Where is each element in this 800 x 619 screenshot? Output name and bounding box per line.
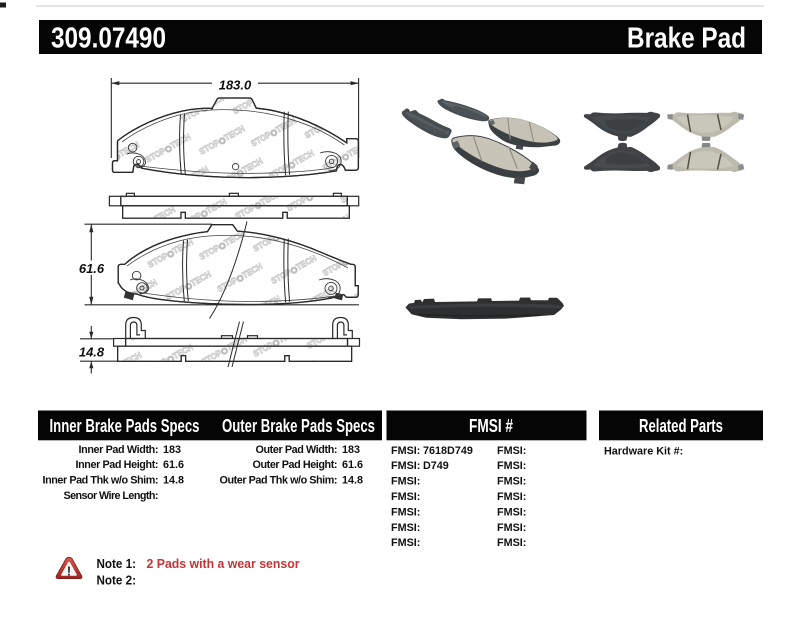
svg-text:FMSI:: FMSI:	[391, 460, 420, 472]
svg-text:Brake Pad: Brake Pad	[627, 23, 746, 55]
svg-text:Inner Pad Width:: Inner Pad Width:	[79, 444, 159, 456]
svg-text:Outer Pad Height:: Outer Pad Height:	[253, 459, 338, 471]
svg-text:FMSI:: FMSI:	[391, 537, 420, 549]
svg-text:Related Parts: Related Parts	[639, 416, 723, 436]
svg-text:FMSI:: FMSI:	[391, 522, 420, 534]
svg-text:FMSI:: FMSI:	[497, 445, 526, 457]
svg-text:FMSI:: FMSI:	[497, 491, 526, 503]
svg-text:FMSI:: FMSI:	[497, 506, 526, 518]
svg-text:14.8: 14.8	[79, 345, 105, 360]
svg-text:FMSI:: FMSI:	[497, 522, 526, 534]
svg-text:Inner Pad Height:: Inner Pad Height:	[76, 459, 159, 471]
svg-text:14.8: 14.8	[163, 475, 184, 487]
svg-text:Sensor Wire Length:: Sensor Wire Length:	[64, 490, 159, 502]
svg-text:FMSI:: FMSI:	[391, 445, 420, 457]
svg-text:Outer Pad Width:: Outer Pad Width:	[256, 444, 338, 456]
svg-text:Outer Brake Pads Specs: Outer Brake Pads Specs	[222, 416, 375, 436]
svg-text:61.6: 61.6	[163, 459, 184, 471]
svg-text:Inner Pad Thk w/o Shim:: Inner Pad Thk w/o Shim:	[43, 475, 159, 487]
svg-text:183: 183	[163, 444, 181, 456]
svg-text:FMSI:: FMSI:	[497, 537, 526, 549]
svg-text:FMSI:: FMSI:	[497, 476, 526, 488]
svg-text:183: 183	[342, 444, 360, 456]
svg-text:FMSI:: FMSI:	[391, 476, 420, 488]
svg-text:309.07490: 309.07490	[51, 23, 166, 55]
svg-text:FMSI:: FMSI:	[391, 491, 420, 503]
svg-text:!: !	[67, 564, 71, 578]
svg-text:61.6: 61.6	[342, 459, 363, 471]
svg-text:FMSI:: FMSI:	[391, 506, 420, 518]
svg-text:FMSI #: FMSI #	[469, 416, 513, 436]
svg-text:Outer Pad Thk w/o Shim:: Outer Pad Thk w/o Shim:	[220, 475, 338, 487]
svg-text:Hardware Kit #:: Hardware Kit #:	[604, 445, 683, 457]
svg-text:2 Pads with a wear sensor: 2 Pads with a wear sensor	[147, 557, 300, 571]
svg-text:D749: D749	[423, 460, 449, 472]
svg-text:7618D749: 7618D749	[423, 445, 473, 457]
svg-text:14.8: 14.8	[342, 475, 363, 487]
svg-text:Note 2:: Note 2:	[97, 573, 137, 587]
svg-text:61.6: 61.6	[79, 261, 105, 276]
svg-text:FMSI:: FMSI:	[497, 460, 526, 472]
svg-text:Inner Brake Pads Specs: Inner Brake Pads Specs	[50, 416, 200, 436]
svg-text:183.0: 183.0	[219, 77, 252, 92]
svg-text:Note 1:: Note 1:	[97, 557, 137, 571]
